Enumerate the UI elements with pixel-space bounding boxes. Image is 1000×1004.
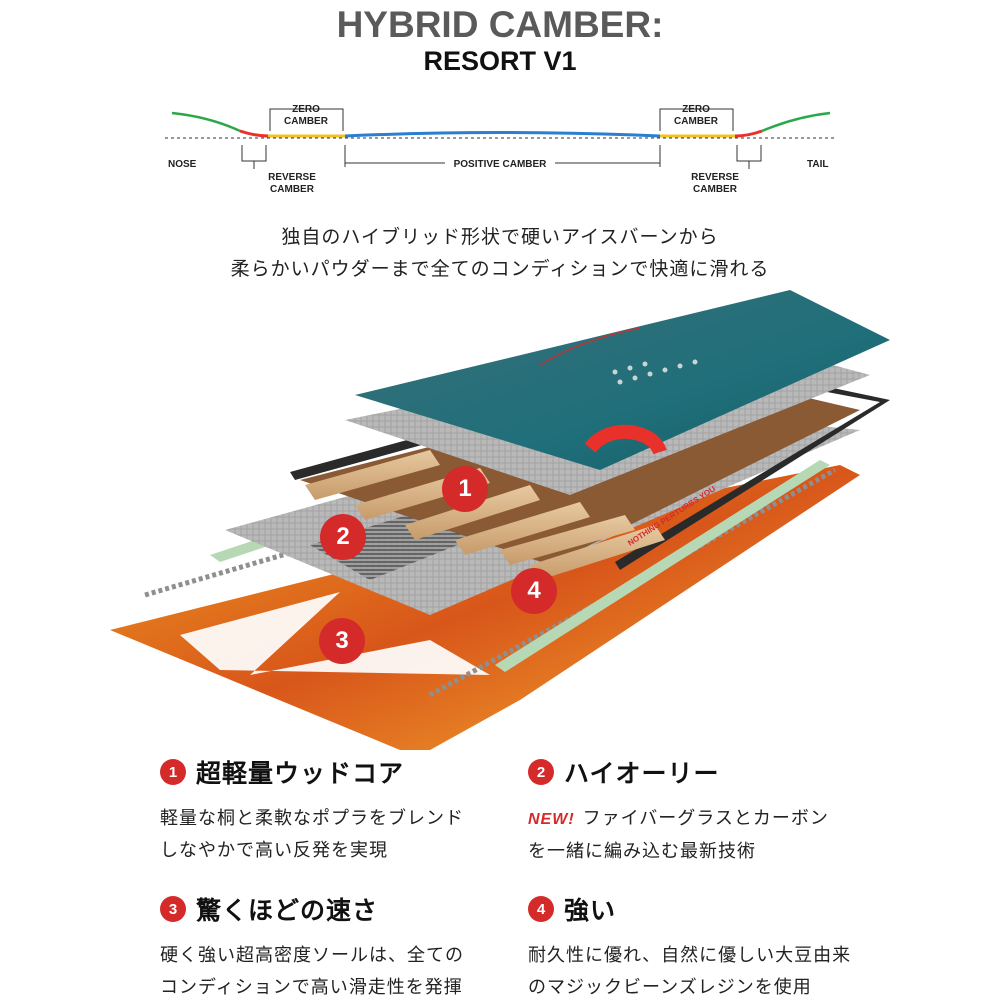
feature-4-desc-1: 耐久性に優れ、自然に優しい大豆由来 [528,945,852,966]
feature-1: 1 超軽量ウッドコア 軽量な桐と柔軟なポプラをブレンド しなやかで高い反発を実現 [160,755,520,867]
topsheet-layer [355,290,890,470]
nose-tip-segment [171,111,241,133]
tagline-line-1: 独自のハイブリッド形状で硬いアイスバーンから [281,226,719,248]
layers-svg: NOTHING PERTURBS YOU [110,290,890,750]
insert-pattern [612,359,698,385]
layer-badge-3: 3 [319,618,365,664]
feature-4-title: 強い [564,896,617,925]
nose-reverse-segment [239,129,269,138]
tail-label: TAIL [807,159,828,170]
positive-camber-segment [344,131,661,138]
camber-profile-diagram: ZERO CAMBER ZERO CAMBER REVERSE CAMBER R… [165,104,835,195]
feature-3-desc-2: コンディションで高い滑走性を発揮 [160,977,463,998]
layer-badge-1: 1 [442,466,488,512]
positive-camber-label: POSITIVE CAMBER [454,159,548,170]
fiberglass-strip-right [495,460,830,672]
base-white-cutout [180,592,490,675]
tail-reverse-segment [734,129,763,138]
feature-1-badge: 1 [160,759,186,785]
tail-tip-segment [761,111,831,133]
nose-zero-label-1: ZERO [292,104,320,115]
feature-2-badge: 2 [528,759,554,785]
layer-badge-2: 2 [320,514,366,560]
feature-1-desc-2: しなやかで高い反発を実現 [160,840,388,861]
nose-zero-label-2: CAMBER [284,116,329,127]
tail-zero-label-2: CAMBER [674,116,719,127]
tail-reverse-bracket [736,145,762,162]
tail-zero-label-1: ZERO [682,104,710,115]
new-tag: NEW! [528,811,575,828]
nose-reverse-bracket [241,145,267,162]
feature-3-desc-1: 硬く強い超高密度ソールは、全ての [160,945,464,966]
feature-3-badge: 3 [160,896,186,922]
nose-zero-bracket [269,108,344,131]
tail-reverse-label-1: REVERSE [691,172,739,183]
feature-3: 3 驚くほどの速さ 硬く強い超高密度ソールは、全ての コンディションで高い滑走性… [160,892,520,1004]
page-subtitle: RESORT V1 [423,46,577,76]
feature-1-desc-1: 軽量な桐と柔軟なポプラをブレンド [160,808,464,829]
feature-1-title: 超軽量ウッドコア [196,759,405,788]
nose-reverse-label-2: CAMBER [270,184,315,195]
nose-label: NOSE [168,159,197,170]
feature-3-title: 驚くほどの速さ [196,896,379,925]
tagline-line-2: 柔らかいパウダーまで全てのコンディションで快適に滑れる [230,258,770,280]
feature-2: 2 ハイオーリー NEW! ファイバーグラスとカーボン を一緒に編み込む最新技術 [528,755,888,868]
tail-zero-bracket [659,108,734,131]
topsheet-logo-red [584,424,667,455]
feature-2-desc-2: を一緒に編み込む最新技術 [528,841,756,862]
tail-reverse-label-2: CAMBER [693,184,738,195]
page-title: HYBRID CAMBER: [336,4,664,45]
feature-2-title: ハイオーリー [564,759,720,788]
feature-4-badge: 4 [528,896,554,922]
feature-4-desc-2: のマジックビーンズレジンを使用 [528,977,812,998]
feature-4: 4 強い 耐久性に優れ、自然に優しい大豆由来 のマジックビーンズレジンを使用 [528,892,888,1004]
board-layers-illustration: NOTHING PERTURBS YOU 1 2 3 4 [100,280,900,760]
feature-2-desc-1: ファイバーグラスとカーボン [582,808,829,829]
layer-badge-4: 4 [511,568,557,614]
nose-reverse-label-1: REVERSE [268,172,316,183]
wood-core-strips [305,450,665,580]
